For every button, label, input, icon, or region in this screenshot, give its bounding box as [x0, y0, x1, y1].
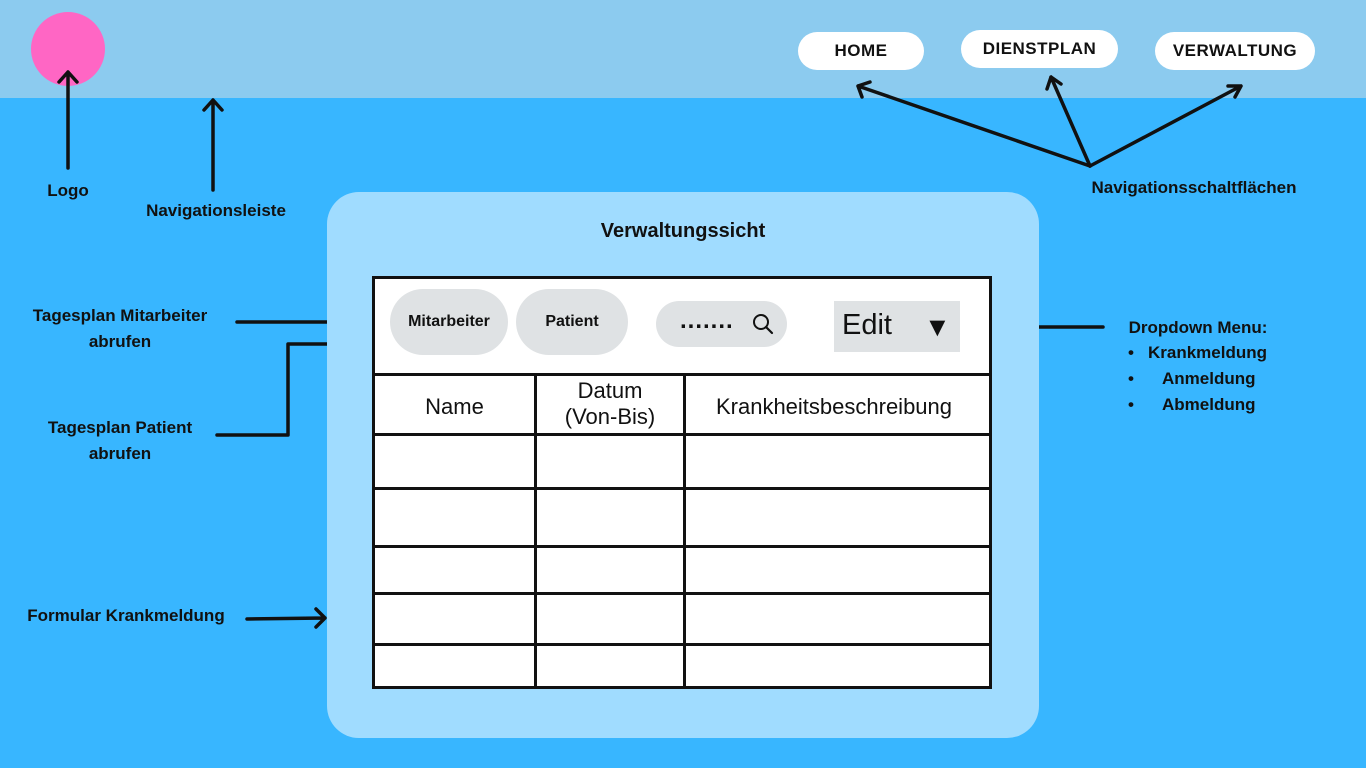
employee-button[interactable]: Mitarbeiter [390, 289, 508, 355]
edit-dropdown[interactable]: Edit ▼ [834, 301, 960, 352]
annotation-logo: Logo [47, 181, 89, 200]
table-row-divider [372, 643, 992, 646]
patient-button[interactable]: Patient [516, 289, 628, 355]
nav-home-button[interactable]: HOME [798, 32, 924, 70]
table-row-divider [372, 487, 992, 490]
column-header-date-line1: Datum [577, 378, 643, 403]
column-header-date: Datum (Von-Bis) [537, 378, 683, 430]
annotation-patient-plan: Tagesplan Patient abrufen [20, 415, 220, 467]
search-input[interactable]: ....... [656, 301, 787, 347]
table-column-divider [683, 373, 686, 687]
table-top-border [372, 373, 992, 376]
table-body[interactable] [375, 436, 989, 686]
triangle-down-icon[interactable]: ▼ [924, 312, 951, 342]
table-row-divider [372, 545, 992, 548]
column-header-name: Name [425, 394, 484, 419]
search-icon[interactable] [752, 313, 774, 335]
annotation-patient-line2: abrufen [88, 444, 152, 463]
annotation-employee-plan: Tagesplan Mitarbeiter abrufen [10, 303, 230, 355]
annotation-employee-line2: abrufen [88, 332, 152, 351]
edit-dropdown-label: Edit [842, 309, 892, 341]
nav-verwaltung-button[interactable]: VERWALTUNG [1155, 32, 1315, 70]
nav-dienstplan-button[interactable]: DIENSTPLAN [961, 30, 1118, 68]
navigation-bar [0, 0, 1366, 98]
table-column-divider [534, 373, 537, 687]
table-row-divider [372, 592, 992, 595]
column-header-date-line2: (Von-Bis) [564, 404, 656, 429]
annotation-navbar: Navigationsleiste [146, 201, 286, 220]
search-placeholder: ....... [680, 307, 734, 334]
annotation-dropdown-title: Dropdown Menu: [1128, 318, 1268, 337]
annotation-nav-buttons: Navigationsschaltflächen [1091, 178, 1297, 197]
table-header-divider [372, 433, 992, 436]
annotation-patient-line1: Tagesplan Patient [47, 418, 193, 437]
panel-title: Verwaltungssicht [600, 220, 766, 242]
annotation-form: Formular Krankmeldung [27, 606, 225, 625]
column-header-description: Krankheitsbeschreibung [715, 394, 953, 419]
annotation-employee-line1: Tagesplan Mitarbeiter [32, 306, 208, 325]
